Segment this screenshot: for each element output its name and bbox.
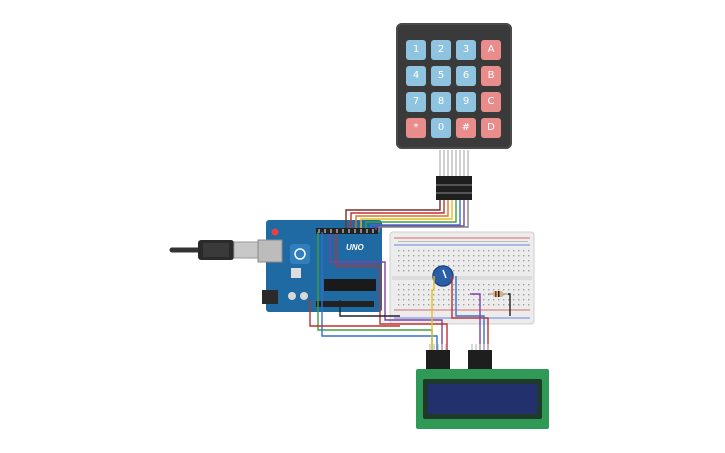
key-0[interactable]: 0 bbox=[431, 118, 451, 138]
key-3[interactable]: 3 bbox=[456, 40, 476, 60]
key-6[interactable]: 6 bbox=[456, 66, 476, 86]
lcd-16x2-display[interactable] bbox=[416, 369, 549, 429]
key-2[interactable]: 2 bbox=[431, 40, 451, 60]
board-label: UNO bbox=[346, 243, 364, 252]
key-9[interactable]: 9 bbox=[456, 92, 476, 112]
key-a[interactable]: A bbox=[481, 40, 501, 60]
key-c[interactable]: C bbox=[481, 92, 501, 112]
keypad-connector bbox=[436, 150, 472, 200]
potentiometer[interactable] bbox=[432, 265, 454, 287]
lcd-frame bbox=[423, 379, 542, 419]
keypad-4x4[interactable]: 1 2 3 A 4 5 6 B 7 8 9 C * 0 # D bbox=[396, 23, 512, 149]
breadboard-holes bbox=[398, 250, 530, 306]
resistor[interactable] bbox=[488, 291, 508, 297]
key-hash[interactable]: # bbox=[456, 118, 476, 138]
keypad-grid: 1 2 3 A 4 5 6 B 7 8 9 C * 0 # D bbox=[406, 40, 501, 138]
key-b[interactable]: B bbox=[481, 66, 501, 86]
key-1[interactable]: 1 bbox=[406, 40, 426, 60]
usb-cable[interactable] bbox=[169, 240, 261, 260]
lcd-screen bbox=[428, 384, 537, 414]
breadboard[interactable] bbox=[389, 231, 535, 325]
arduino-uno-board[interactable] bbox=[257, 220, 382, 312]
digital-header-pins bbox=[318, 229, 374, 233]
key-d[interactable]: D bbox=[481, 118, 501, 138]
key-5[interactable]: 5 bbox=[431, 66, 451, 86]
key-star[interactable]: * bbox=[406, 118, 426, 138]
keypad-wires[interactable] bbox=[345, 200, 469, 232]
key-8[interactable]: 8 bbox=[431, 92, 451, 112]
key-4[interactable]: 4 bbox=[406, 66, 426, 86]
key-7[interactable]: 7 bbox=[406, 92, 426, 112]
lcd-headers bbox=[426, 344, 492, 370]
reset-button[interactable] bbox=[271, 228, 279, 236]
lcd-wires[interactable] bbox=[309, 232, 511, 350]
